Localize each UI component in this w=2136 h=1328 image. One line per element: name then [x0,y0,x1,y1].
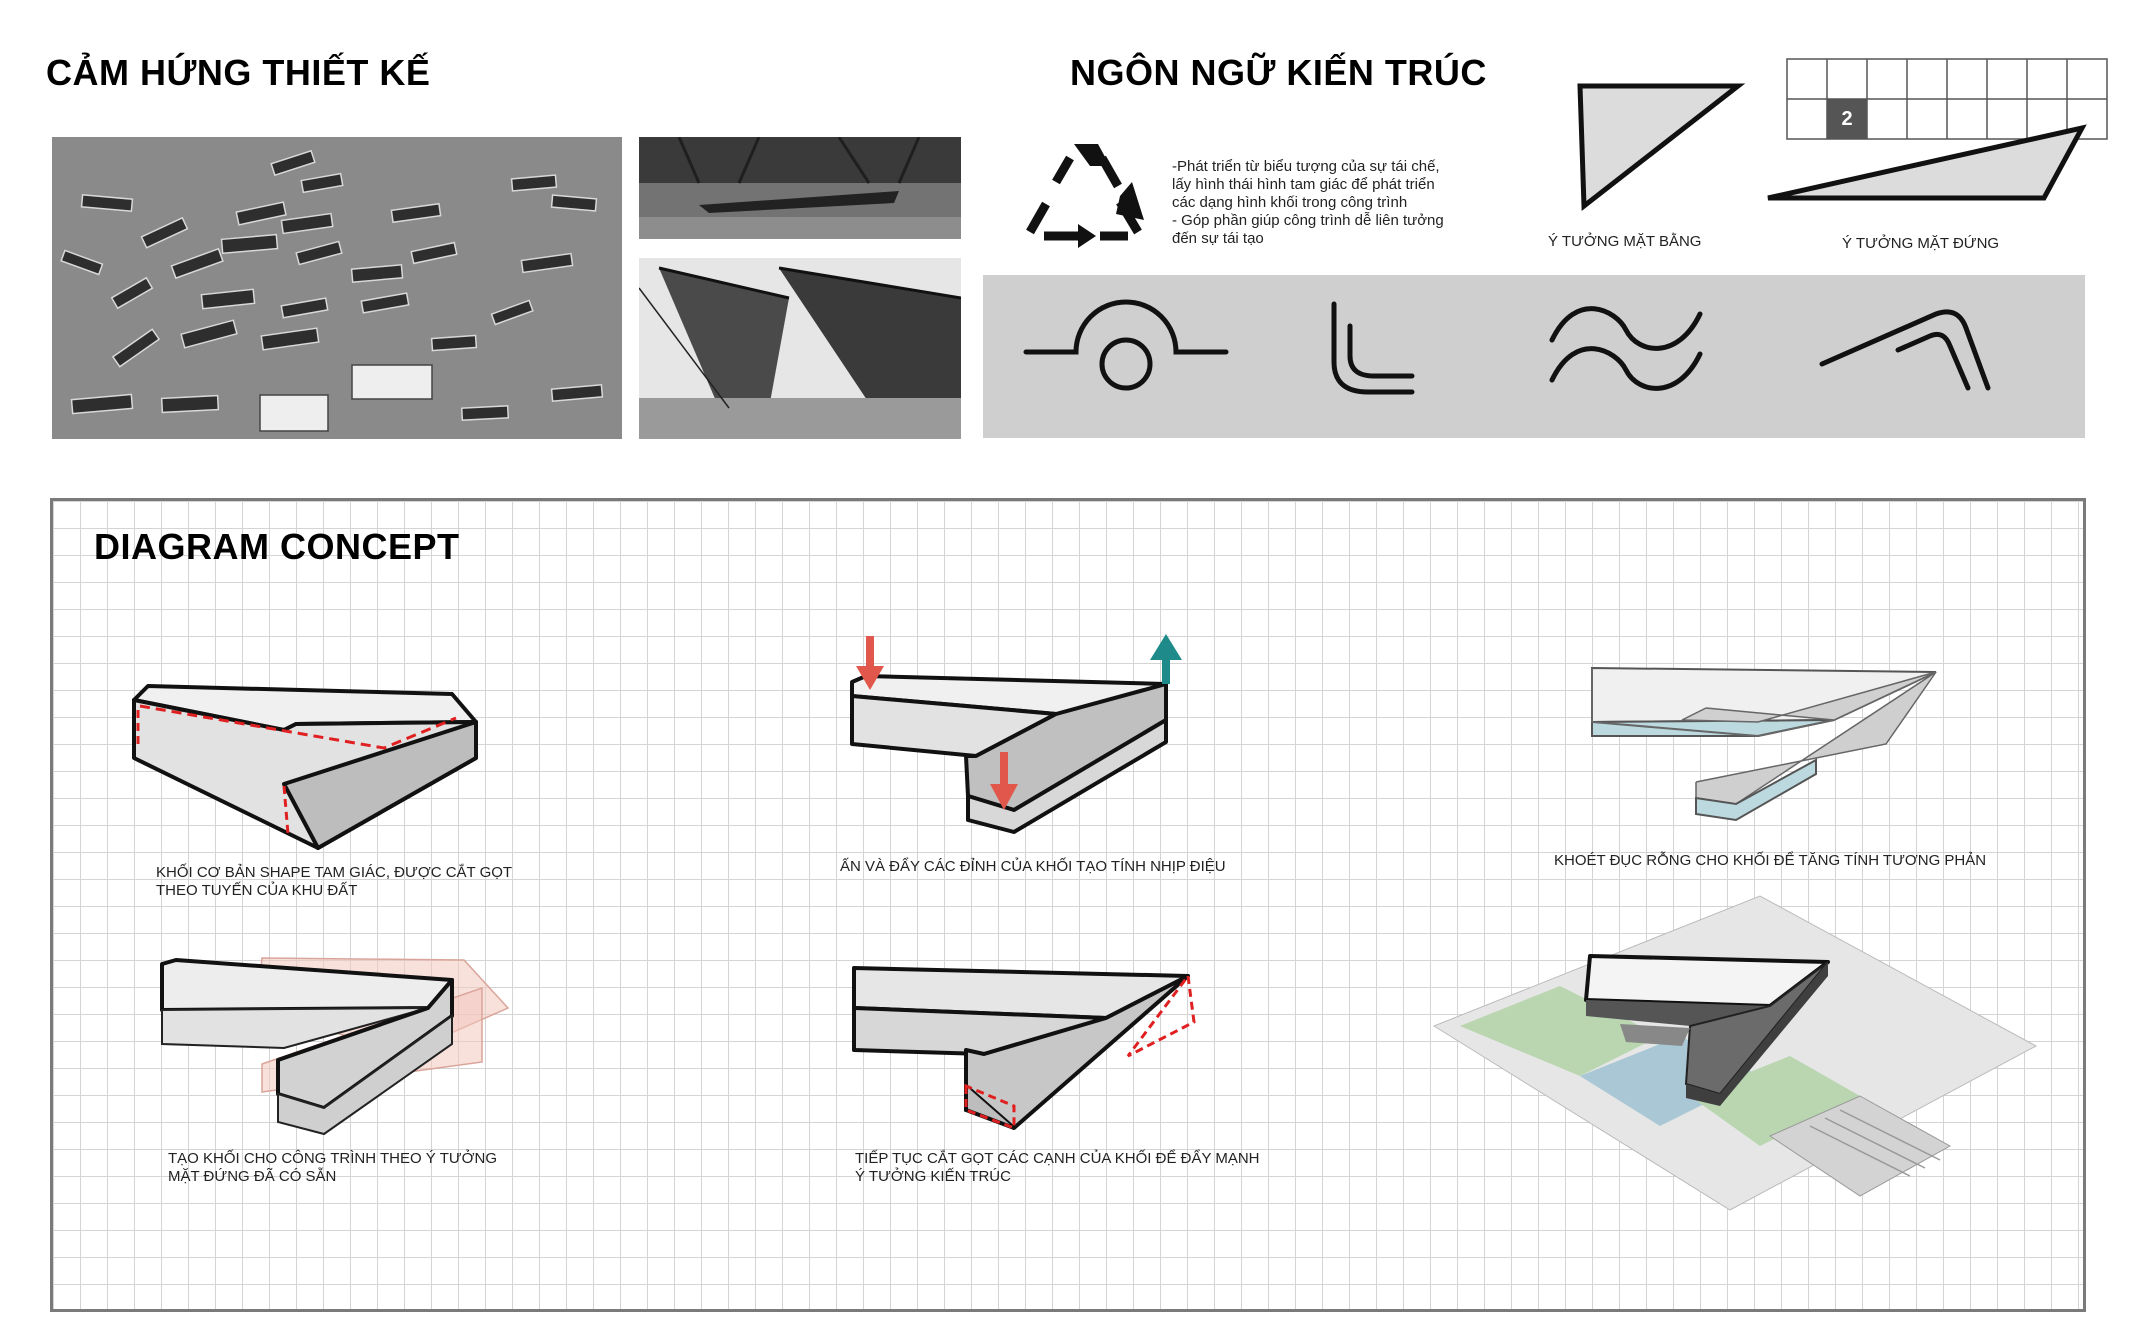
push-down-arrow [990,752,1018,810]
step-1-caption: KHỐI CƠ BẢN SHAPE TAM GIÁC, ĐƯỢC CẮT GỌT… [156,864,512,900]
wooden-boats-illustration [639,258,961,439]
step-3-caption: KHOÉT ĐỤC RỖNG CHO KHỐI ĐỂ TĂNG TÍNH TƯƠ… [1554,852,1986,870]
recycle-line: lấy hình thái hình tam giác để phát triể… [1172,176,1435,193]
step-4-caption: TẠO KHỐI CHO CÔNG TRÌNH THEO Ý TƯỞNG MẶT… [168,1150,497,1186]
elevation-idea-label: Ý TƯỞNG MẶT ĐỨNG [1842,235,2000,252]
caption-line: ẤN VÀ ĐẨY CÁC ĐỈNH CỦA KHỐI TẠO TÍNH NHỊ… [840,858,1226,875]
recycle-line: - Góp phần giúp công trình dễ liên tưởng [1172,212,1444,229]
elevation-grid [1786,58,2108,140]
corner-curve-glyph [1331,301,1415,395]
push-up-arrow [1150,634,1182,684]
step-2-caption: ẤN VÀ ĐẨY CÁC ĐỈNH CỦA KHỐI TẠO TÍNH NHỊ… [840,858,1226,876]
elevation-triangle-shape [1767,124,2087,201]
language-title: NGÔN NGỮ KIẾN TRÚC [1070,52,1487,93]
grid-number-badge: 2 [1841,108,1853,130]
step-5-caption: TIẾP TỤC CẮT GỌT CÁC CẠNH CỦA KHỐI ĐỂ ĐẨ… [855,1150,1260,1186]
massing-step-1 [132,684,478,850]
wave-glyph [1549,306,1703,391]
caption-line: TẠO KHỐI CHO CÔNG TRÌNH THEO Ý TƯỞNG [168,1150,498,1167]
diagram-title: DIAGRAM CONCEPT [94,526,460,567]
caption-line: KHỐI CƠ BẢN SHAPE TAM GIÁC, ĐƯỢC CẮT GỌT [156,864,513,881]
massing-step-2 [850,634,1182,834]
site-axonometric-render [1432,895,2038,1211]
caption-line: KHOÉT ĐỤC RỖNG CHO KHỐI ĐỂ TĂNG TÍNH TƯƠ… [1554,852,1987,869]
plan-triangle-shape [1577,83,1746,211]
wooden-boats-photo [639,258,961,439]
caption-line: THEO TUYẾN CỦA KHU ĐẤT [156,882,358,899]
aerial-boats-illustration [52,137,622,439]
recycle-line: -Phát triển từ biểu tượng của sự tái chế… [1172,158,1440,175]
recycle-line: các dạng hình khối trong công trình [1172,194,1408,211]
plan-idea-label: Ý TƯỞNG MẶT BẰNG [1548,233,1702,250]
massing-step-3 [1591,666,1937,822]
recycle-icon [1026,144,1144,248]
caption-line: MẶT ĐỨNG ĐÃ CÓ SẴN [168,1168,337,1185]
canoe-photo [639,137,961,239]
caption-line: TIẾP TỤC CẮT GỌT CÁC CẠNH CỦA KHỐI ĐỂ ĐẨ… [855,1150,1260,1167]
caption-line: Ý TƯỞNG KIẾN TRÚC [855,1168,1011,1185]
arch-semicircle-glyph [1023,299,1229,391]
aerial-boats-photo [52,137,622,439]
inspiration-title: CẢM HỨNG THIẾT KẾ [46,52,431,93]
massing-step-4 [160,957,510,1136]
recycle-description: -Phát triển từ biểu tượng của sự tái chế… [1172,158,1444,248]
massing-step-5 [852,966,1196,1131]
push-down-arrow [856,636,884,690]
recycle-line: đến sự tái tạo [1172,230,1264,247]
bent-line-glyph [1819,309,1991,391]
canoe-illustration [639,137,961,239]
line-language-band [983,275,2085,438]
